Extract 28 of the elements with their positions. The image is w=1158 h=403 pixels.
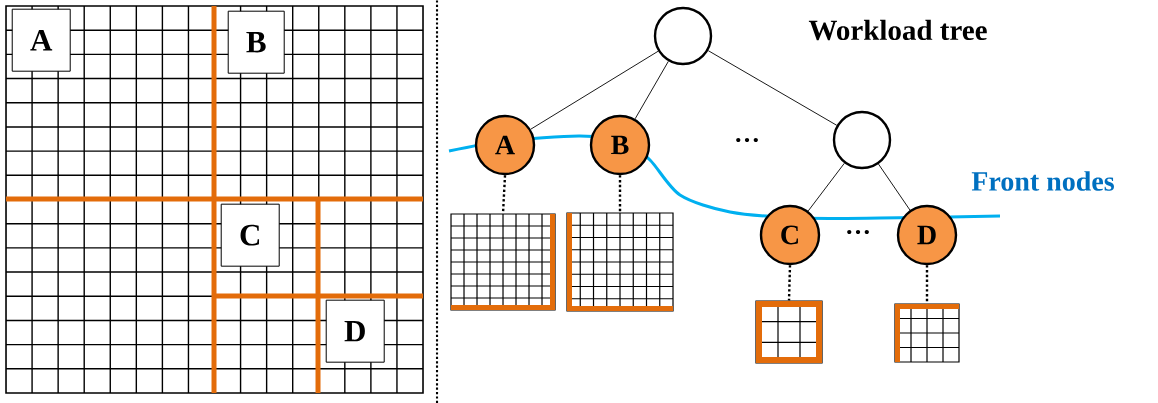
tree-node: A (474, 114, 536, 176)
label-box: D (325, 299, 385, 363)
tree-node: C (759, 204, 821, 266)
tree-edge (807, 162, 845, 212)
ellipsis: … (736, 137, 758, 143)
grid-drawing (755, 300, 823, 364)
front-label: Front nodes (971, 171, 1114, 191)
dotted-line (787, 265, 792, 301)
tree-edge (530, 50, 659, 130)
grid-drawing (566, 212, 674, 312)
empty-tree-node (832, 110, 892, 170)
label-box: B (227, 10, 285, 74)
title-text: Workload tree (808, 19, 987, 41)
tree-edge (878, 163, 911, 211)
dotted-line (925, 265, 929, 304)
grid-drawing (894, 303, 960, 363)
label-box: C (220, 203, 280, 267)
dotted-line (501, 175, 507, 214)
label-box: A (11, 8, 71, 72)
tree-node: B (589, 114, 651, 176)
tree-edge (707, 50, 838, 126)
tree-node: D (896, 204, 958, 266)
dotted-line (618, 175, 622, 213)
ellipsis: … (847, 229, 869, 235)
tree-edge (634, 60, 669, 120)
empty-tree-node (653, 6, 713, 66)
grid-drawing (450, 213, 556, 311)
grid-drawing (5, 5, 424, 394)
